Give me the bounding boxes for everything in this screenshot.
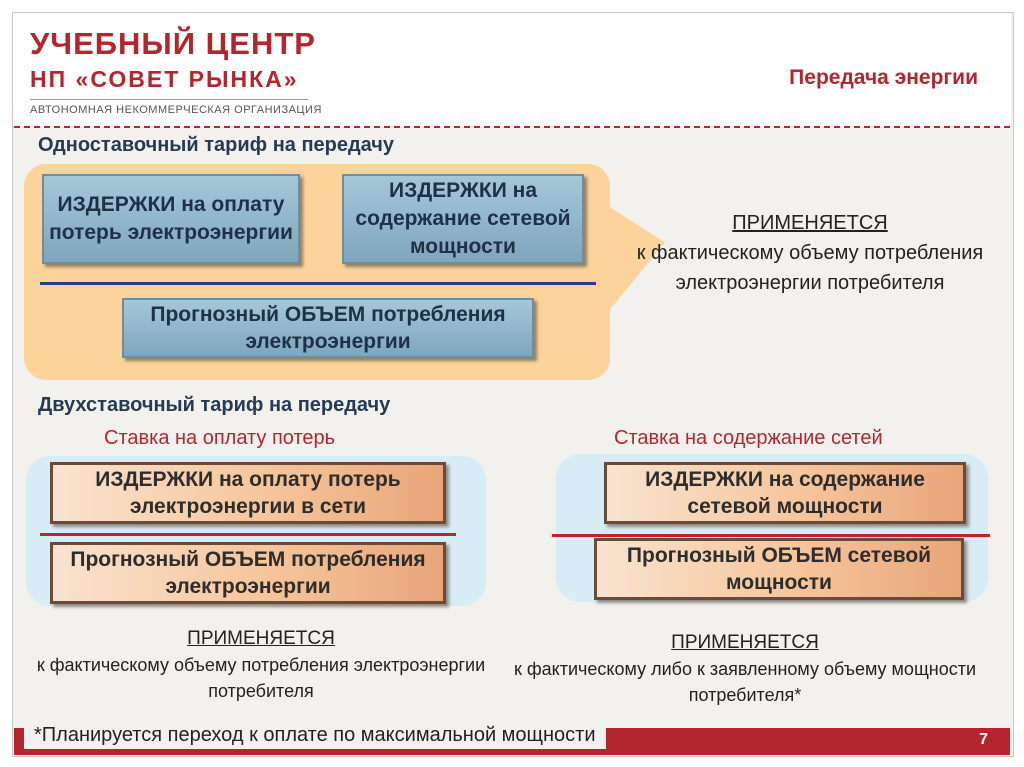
section-title: Передача энергии [789, 66, 978, 89]
forecast-consumption-box: Прогнозный ОБЪЕМ потребления электроэнер… [122, 298, 534, 358]
network-costs-box: ИЗДЕРЖКИ на содержание сетевой мощности [604, 462, 966, 524]
slide-header [13, 13, 1011, 127]
network-applies-text: к фактическому либо к заявленному объему… [513, 659, 977, 705]
loss-applies-text: к фактическому объему потребления электр… [36, 655, 486, 701]
network-rate-title: Ставка на содержание сетей [614, 427, 883, 449]
costs-losses-box: ИЗДЕРЖКИ на оплату потерь электроэнергии [42, 174, 300, 264]
logo-divider [30, 99, 308, 100]
network-forecast-box: Прогнозный ОБЪЕМ сетевой мощности [594, 538, 964, 600]
single-rate-applies-note: ПРИМЕНЯЕТСЯ к фактическому объему потреб… [630, 208, 990, 298]
network-forecast-text: Прогнозный ОБЪЕМ сетевой мощности [626, 544, 932, 594]
loss-fraction-line [40, 533, 456, 536]
page-number: 7 [979, 731, 988, 748]
network-rate-applies-note: ПРИМЕНЯЕТСЯ к фактическому либо к заявле… [500, 630, 990, 708]
two-rate-title: Двухставочный тариф на передачу [38, 394, 391, 416]
costs-network-text: ИЗДЕРЖКИ на содержание сетевой мощности [355, 179, 571, 258]
applies-text: к фактическому объему потребления электр… [636, 242, 984, 294]
logo-caption: АВТОНОМНАЯ НЕКОММЕРЧЕСКАЯ ОРГАНИЗАЦИЯ [30, 104, 322, 116]
footnote: *Планируется переход к оплате по максима… [24, 724, 606, 749]
costs-losses-text: ИЗДЕРЖКИ на оплату потерь электроэнергии [49, 193, 293, 244]
loss-applies-heading: ПРИМЕНЯЕТСЯ [187, 628, 335, 649]
network-applies-heading: ПРИМЕНЯЕТСЯ [671, 632, 819, 653]
network-costs-text: ИЗДЕРЖКИ на содержание сетевой мощности [645, 468, 925, 518]
logo-title: УЧЕБНЫЙ ЦЕНТР [30, 26, 316, 61]
header-divider [14, 126, 1010, 128]
loss-forecast-text: Прогнозный ОБЪЕМ потребления электроэнер… [70, 548, 426, 598]
logo-subtitle: НП «СОВЕТ РЫНКА» [30, 66, 299, 92]
single-rate-title: Одноставочный тариф на передачу [38, 134, 395, 156]
fraction-line [40, 282, 596, 285]
applies-heading: ПРИМЕНЯЕТСЯ [732, 212, 888, 234]
loss-rate-title: Ставка на оплату потерь [104, 427, 336, 449]
slide-frame [12, 12, 1014, 757]
loss-forecast-box: Прогнозный ОБЪЕМ потребления электроэнер… [50, 542, 446, 604]
loss-costs-text: ИЗДЕРЖКИ на оплату потерь электроэнергии… [95, 468, 401, 518]
network-fraction-line [552, 534, 990, 537]
forecast-consumption-text: Прогнозный ОБЪЕМ потребления электроэнер… [150, 303, 506, 353]
loss-costs-box: ИЗДЕРЖКИ на оплату потерь электроэнергии… [50, 462, 446, 524]
costs-network-box: ИЗДЕРЖКИ на содержание сетевой мощности [342, 174, 584, 264]
loss-rate-applies-note: ПРИМЕНЯЕТСЯ к фактическому объему потреб… [30, 626, 492, 704]
